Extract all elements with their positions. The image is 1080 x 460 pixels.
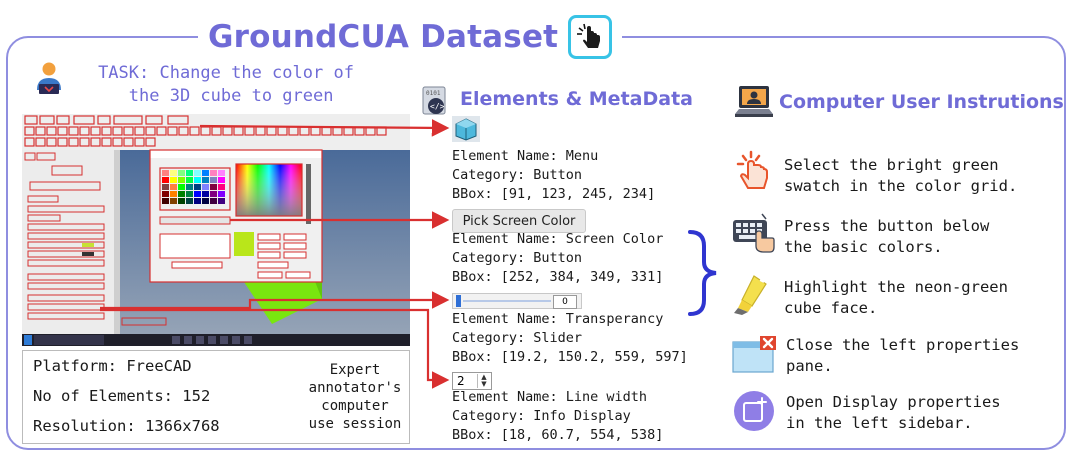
element-meta-menu: Element Name: Menu Category: Button BBox…: [452, 148, 656, 202]
page-title: GroundCUA Dataset: [208, 19, 559, 55]
instruction-4: Close the left properties pane.: [786, 336, 1020, 375]
keyboard-hand-icon: [732, 212, 776, 254]
svg-text:0101: 0101: [426, 90, 441, 97]
instruction-5: Open Display properties in the left side…: [786, 393, 1001, 432]
freecad-screenshot: [22, 114, 410, 346]
element-count-label: No of Elements: 152: [33, 387, 211, 405]
line-width-spinbox-preview: 2 ▲▼: [452, 372, 492, 390]
tap-hand-icon: [568, 15, 613, 59]
highlighter-icon: [732, 272, 776, 316]
tap-finger-icon: [734, 150, 774, 194]
element-meta-screen-color: Element Name: Screen Color Category: But…: [452, 231, 664, 285]
spinbox-arrows-icon: ▲▼: [477, 374, 490, 388]
slider-track: [463, 300, 551, 302]
element-meta-line-width: Element Name: Line width Category: Info …: [452, 389, 664, 443]
curly-brace: [688, 230, 717, 316]
svg-text:</>: </>: [430, 102, 445, 111]
task-description: TASK: Change the color of the 3D cube to…: [98, 63, 354, 106]
cube-icon: [452, 116, 480, 142]
header: GroundCUA Dataset: [198, 10, 623, 64]
transparency-slider-preview: 0: [452, 293, 582, 309]
instruction-3: Highlight the neon-green cube face.: [784, 278, 1008, 317]
computer-user-icon: [734, 84, 774, 120]
instructions-section-title: Computer User Instrutions: [779, 91, 1064, 113]
instruction-2: Press the button below the basic colors.: [784, 217, 990, 256]
spinbox-value: 2: [457, 374, 465, 388]
slider-thumb: [456, 295, 461, 307]
code-document-icon: 0101 </>: [418, 86, 452, 116]
instruction-1: Select the bright green swatch in the co…: [784, 156, 1018, 195]
dataset-info-box: Platform: FreeCAD No of Elements: 152 Re…: [22, 350, 410, 444]
elements-section-title: Elements & MetaData: [460, 88, 693, 110]
slider-value: 0: [553, 295, 577, 309]
resolution-label: Resolution: 1366x768: [33, 417, 220, 435]
annotator-note: Expert annotator's computer use session: [308, 362, 402, 432]
person-laptop-icon: [34, 60, 64, 96]
new-window-icon: [733, 390, 775, 432]
pick-screen-color-preview: Pick Screen Color: [452, 209, 586, 233]
close-window-icon: [732, 336, 778, 374]
platform-label: Platform: FreeCAD: [33, 357, 192, 375]
element-meta-transparency: Element Name: Transperancy Category: Sli…: [452, 311, 688, 365]
